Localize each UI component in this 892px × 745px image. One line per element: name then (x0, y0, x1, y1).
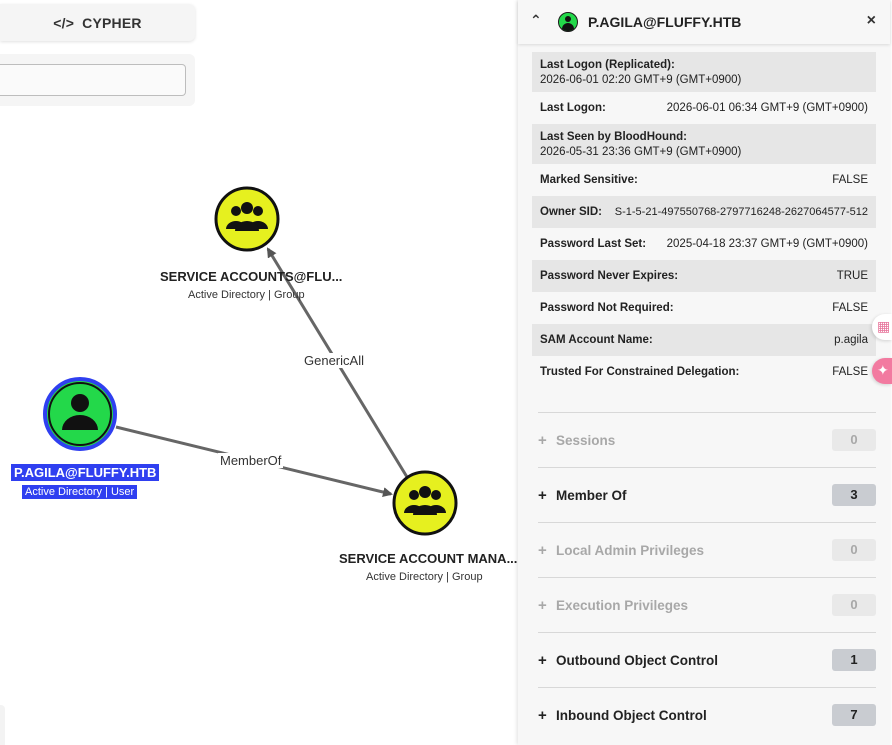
node-sub-user: Active Directory | User (22, 485, 138, 499)
section-member-of[interactable]: + Member Of 3 (538, 467, 876, 522)
section-local-admin-privileges[interactable]: + Local Admin Privileges 0 (538, 522, 876, 577)
property-row: Last Logon:2026-06-01 06:34 GMT+9 (GMT+0… (540, 102, 868, 114)
property-row: Owner SID:S-1-5-21-497550768-2797716248-… (532, 196, 876, 228)
relationship-sections: + Sessions 0 + Member Of 3 + Local Admin… (538, 412, 876, 742)
count-badge: 1 (832, 649, 876, 671)
plus-icon: + (538, 541, 547, 559)
node-user-p-agila[interactable] (43, 377, 117, 451)
section-outbound-object-control[interactable]: + Outbound Object Control 1 (538, 632, 876, 687)
property-row: Last Logon (Replicated):2026-06-01 02:20… (532, 52, 876, 92)
code-icon: </> (53, 14, 75, 31)
group-icon (404, 486, 446, 515)
node-sub-service-account-managers: Active Directory | Group (366, 571, 483, 583)
graph-canvas[interactable] (0, 0, 518, 745)
count-badge: 0 (832, 539, 876, 561)
property-row: Trusted For Constrained Delegation:FALSE (540, 366, 868, 378)
property-row: Password Not Required:FALSE (540, 302, 868, 314)
section-sessions[interactable]: + Sessions 0 (538, 412, 876, 467)
property-row: SAM Account Name:p.agila (532, 324, 876, 356)
assistant-icon[interactable] (872, 358, 892, 384)
count-badge: 0 (832, 594, 876, 616)
edge-label-generic-all[interactable]: GenericAll (302, 353, 366, 368)
panel-header: ⌃ P.AGILA@FLUFFY.HTB × (518, 0, 890, 44)
property-row: Password Last Set:2025-04-18 23:37 GMT+9… (540, 238, 868, 250)
edge-label-member-of[interactable]: MemberOf (218, 453, 284, 468)
apps-grid-icon[interactable] (872, 314, 892, 340)
property-row: Password Never Expires:TRUE (532, 260, 876, 292)
entity-panel: ⌃ P.AGILA@FLUFFY.HTB × Last Logon (Repli… (518, 0, 890, 745)
section-execution-privileges[interactable]: + Execution Privileges 0 (538, 577, 876, 632)
node-service-account-managers[interactable] (392, 470, 458, 536)
user-icon (558, 12, 578, 32)
group-icon (226, 202, 268, 231)
property-row: Last Seen by BloodHound:2026-05-31 23:36… (532, 124, 876, 164)
plus-icon: + (538, 596, 547, 614)
bottom-left-control[interactable] (0, 705, 5, 745)
properties-list: Last Logon (Replicated):2026-06-01 02:20… (532, 52, 876, 388)
search-input[interactable] (0, 64, 186, 96)
count-badge: 0 (832, 429, 876, 451)
node-sub-service-accounts: Active Directory | Group (188, 289, 305, 301)
count-badge: 3 (832, 484, 876, 506)
plus-icon: + (538, 486, 547, 504)
close-icon[interactable]: × (866, 12, 876, 29)
node-label-service-account-managers: SERVICE ACCOUNT MANA... (339, 551, 518, 566)
section-inbound-object-control[interactable]: + Inbound Object Control 7 (538, 687, 876, 742)
search-area (0, 54, 195, 106)
panel-title: P.AGILA@FLUFFY.HTB (588, 14, 742, 30)
plus-icon: + (538, 431, 547, 449)
cypher-label: CYPHER (82, 14, 142, 31)
count-badge: 7 (832, 704, 876, 726)
collapse-icon[interactable]: ⌃ (530, 12, 542, 28)
node-label-service-accounts: SERVICE ACCOUNTS@FLU... (160, 269, 343, 284)
cypher-toggle-button[interactable]: </> CYPHER (0, 4, 195, 41)
property-row: Marked Sensitive:FALSE (540, 174, 868, 186)
node-label-user: P.AGILA@FLUFFY.HTB (11, 464, 160, 481)
plus-icon: + (538, 706, 547, 724)
node-service-accounts[interactable] (214, 186, 280, 252)
user-icon (62, 394, 98, 430)
plus-icon: + (538, 651, 547, 669)
